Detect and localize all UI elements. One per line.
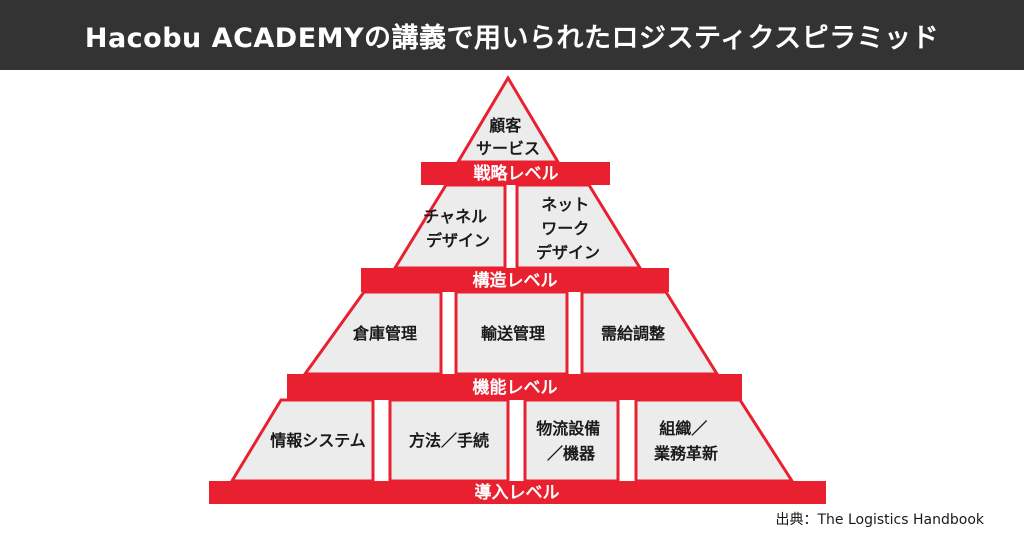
tier2-label-channel-design: チャネル デザイン [423, 207, 492, 250]
tier2-label-network-design: ネット ワーク デザイン [536, 195, 600, 262]
tier3-label-supply-demand: 需給調整 [601, 324, 665, 343]
tier4-cell-organization-innovation [634, 398, 795, 483]
tier4-label-information-system: 情報システム [270, 431, 366, 450]
band-strategy-label: 戦略レベル [474, 163, 559, 184]
band-function-label: 機能レベル [473, 377, 558, 398]
tier2-cell-channel-design [392, 183, 507, 270]
tier3-label-warehouse: 倉庫管理 [352, 324, 417, 343]
tier4-label-logistics-equipment: 物流設備 ／機器 [536, 419, 606, 463]
band-implementation-level [209, 481, 826, 504]
title-bar: Hacobu ACADEMYの講義で用いられたロジスティクスピラミッド [0, 0, 1024, 70]
band-structure-level [361, 268, 669, 292]
tier4-label-method-procedure: 方法／手続 [409, 431, 489, 450]
band-strategy-level [421, 162, 610, 185]
tier3-label-transport: 輸送管理 [481, 324, 545, 343]
source-citation: 出典：The Logistics Handbook [775, 512, 985, 528]
tier4-cell-logistics-equipment [523, 398, 620, 483]
band-structure-label: 構造レベル [473, 270, 558, 291]
band-function-level [287, 374, 742, 400]
tier1-label: 顧客 サービス [476, 116, 540, 158]
page-title: Hacobu ACADEMYの講義で用いられたロジスティクスピラミッド [84, 22, 940, 54]
band-implementation-label: 導入レベル [475, 482, 560, 503]
tier4-label-organization-innovation: 組織／ 業務革新 [653, 419, 718, 463]
